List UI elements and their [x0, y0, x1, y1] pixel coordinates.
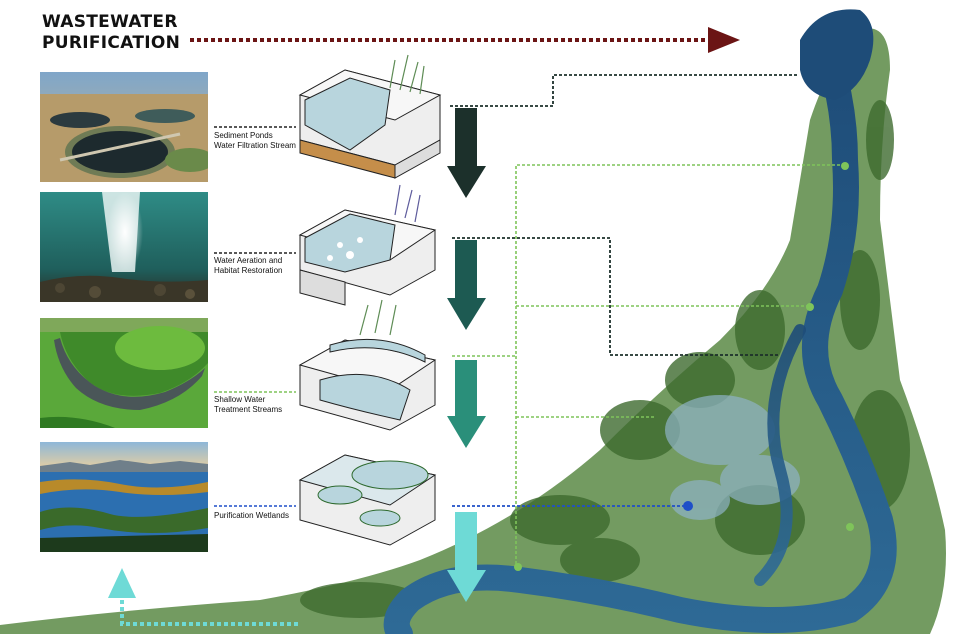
flow-arrow-stage-3	[447, 360, 486, 448]
connector-dark-2	[452, 237, 780, 356]
flow-arrow-stage-4	[447, 512, 486, 602]
stage-2-label-line-1: Water Aeration and	[214, 256, 283, 265]
wetland-marsh-photo	[40, 442, 208, 552]
connector-dark-1	[450, 74, 797, 107]
stage-1-label-line-1: Sediment Ponds	[214, 131, 273, 140]
stage-3-label-line-1: Shallow Water	[214, 395, 266, 404]
stage-1-label-line-2: Water Filtration Stream	[214, 141, 296, 150]
block-purification-wetlands	[298, 454, 437, 546]
underwater-aeration-photo	[40, 192, 208, 302]
grassy-stream-photo	[40, 318, 208, 428]
title-line-1: WASTEWATER	[42, 12, 178, 32]
title-line-2: PURIFICATION	[42, 33, 181, 53]
block-water-aeration	[298, 184, 437, 306]
river-lake	[800, 9, 874, 100]
diagram-title: WASTEWATER PURIFICATION	[42, 12, 180, 54]
stage-label-sediment-ponds: Sediment Ponds Water Filtration Stream	[214, 131, 296, 151]
connector-green-network	[452, 164, 845, 568]
river-nodes	[514, 162, 854, 571]
treatment-plant-photo	[40, 72, 208, 182]
flow-arrow-stage-1	[447, 108, 486, 198]
block-sediment-ponds	[298, 54, 442, 179]
title-flow-arrowhead	[708, 27, 740, 53]
river	[383, 47, 897, 634]
return-flow-arrow	[108, 568, 300, 626]
stage-2-label-line-2: Habitat Restoration	[214, 266, 283, 275]
stage-label-shallow-water: Shallow Water Treatment Streams	[214, 395, 282, 415]
stage-label-purification-wetlands: Purification Wetlands	[214, 511, 289, 521]
photo-label-connectors	[214, 126, 296, 254]
stage-label-water-aeration: Water Aeration and Habitat Restoration	[214, 256, 282, 276]
stage-3-label-line-2: Treatment Streams	[214, 405, 283, 414]
stage-4-label-line-1: Purification Wetlands	[214, 511, 289, 520]
block-shallow-water	[298, 299, 437, 431]
flow-arrow-stage-2	[447, 240, 486, 330]
